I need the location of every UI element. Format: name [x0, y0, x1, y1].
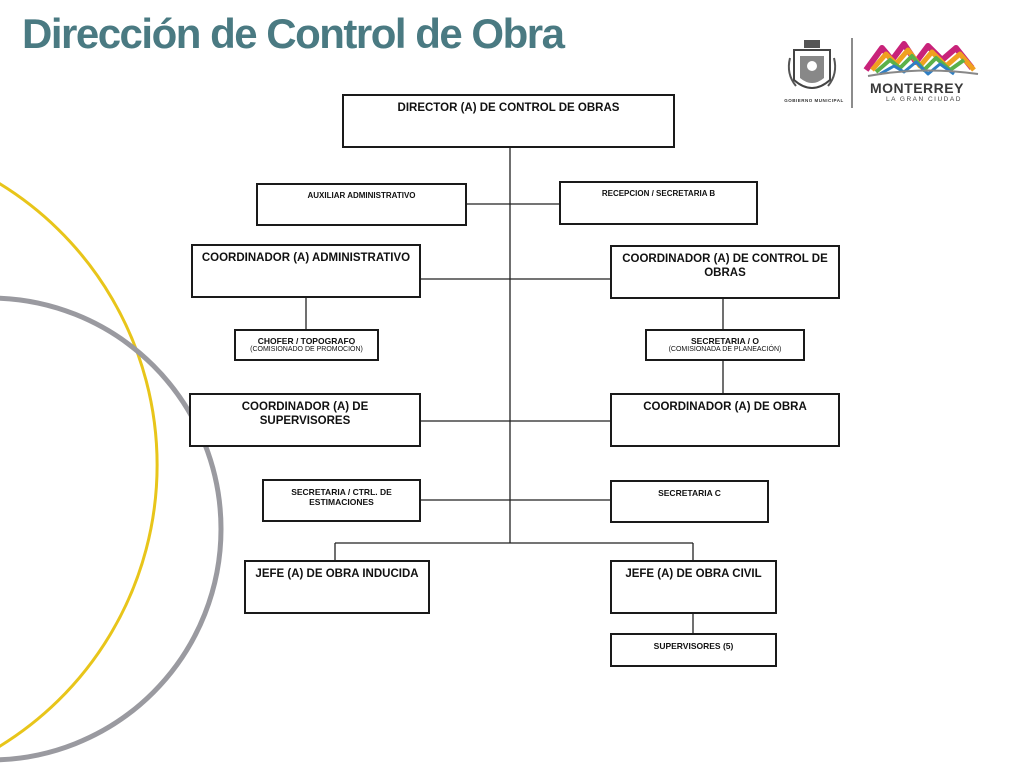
box-jefe-obra-civil: JEFE (A) DE OBRA CIVIL: [610, 560, 777, 614]
box-coordinador-control-obras: COORDINADOR (A) DE CONTROL DE OBRAS: [610, 245, 840, 299]
emblem-caption: GOBIERNO MUNICIPAL: [784, 98, 844, 103]
box-secretaria-c: SECRETARIA C: [610, 480, 769, 523]
box-secretaria-o: SECRETARIA / O (COMISIONADA DE PLANEACIÓ…: [645, 329, 805, 361]
chofer-sublabel: (COMISIONADO DE PROMOCIÓN): [250, 346, 363, 354]
page-title: Dirección de Control de Obra: [22, 10, 565, 57]
chofer-label: CHOFER / TOPOGRAFO: [257, 336, 356, 346]
box-secretaria-estimaciones: SECRETARIA / CTRL. DE ESTIMACIONES: [262, 479, 421, 522]
logo-area: GOBIERNO MUNICIPAL MONTERREY LA GRAN CIU…: [782, 36, 982, 112]
box-coordinador-supervisores: COORDINADOR (A) DE SUPERVISORES: [189, 393, 421, 447]
box-chofer-topografo: CHOFER / TOPOGRAFO (COMISIONADO DE PROMO…: [234, 329, 379, 361]
brand-name: MONTERREY: [870, 80, 964, 96]
box-coordinador-obra: COORDINADOR (A) DE OBRA: [610, 393, 840, 447]
box-auxiliar-administrativo: AUXILIAR ADMINISTRATIVO: [256, 183, 467, 226]
secretaria-o-sublabel: (COMISIONADA DE PLANEACIÓN): [668, 346, 782, 354]
box-recepcion-secretaria-b: RECEPCION / SECRETARIA B: [559, 181, 758, 225]
box-supervisores: SUPERVISORES (5): [610, 633, 777, 667]
secretaria-o-label: SECRETARIA / O: [690, 336, 759, 346]
box-jefe-obra-inducida: JEFE (A) DE OBRA INDUCIDA: [244, 560, 430, 614]
brand-tagline: LA GRAN CIUDAD: [886, 96, 962, 103]
city-emblem-icon: [787, 38, 853, 108]
box-coordinador-administrativo: COORDINADOR (A) ADMINISTRATIVO: [191, 244, 421, 298]
box-director: DIRECTOR (A) DE CONTROL DE OBRAS: [342, 94, 675, 148]
monterrey-mountains-icon: [863, 41, 979, 77]
